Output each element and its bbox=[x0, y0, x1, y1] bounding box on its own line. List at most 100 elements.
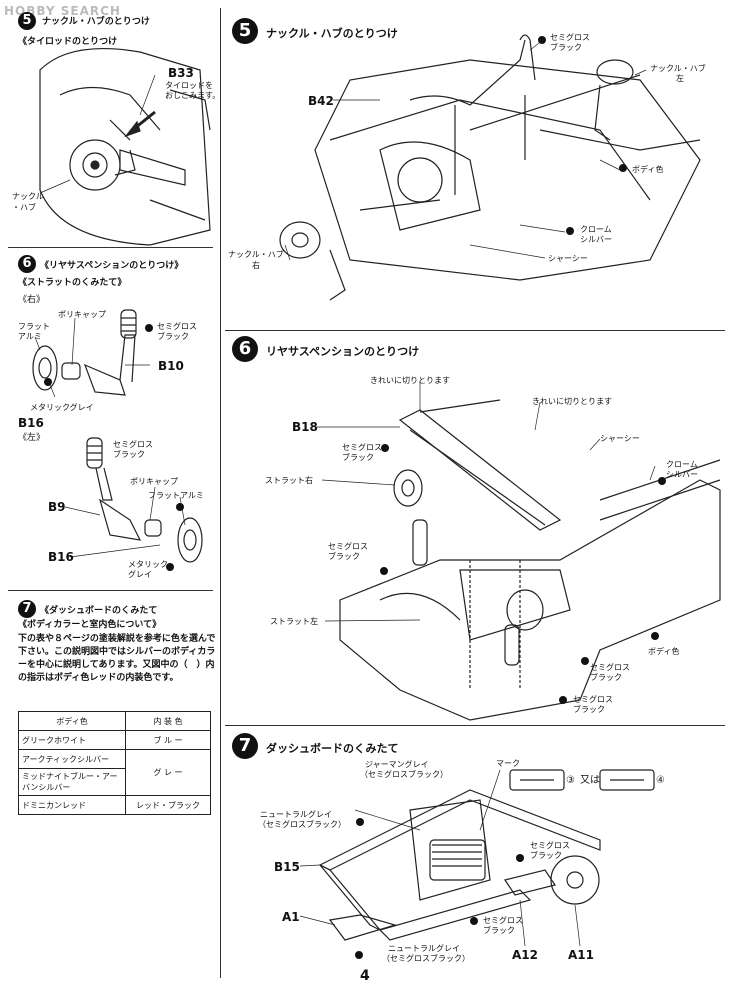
r6-body-color: ボディ色 bbox=[648, 647, 680, 656]
rear-suspension-drawing bbox=[339, 399, 721, 721]
polycap-left-label: ポリキャップ bbox=[130, 477, 178, 486]
r6-semigloss-d1: セミグロス bbox=[573, 695, 613, 704]
part-b15: B15 bbox=[274, 860, 300, 874]
r5-body-color: ボディ色 bbox=[632, 165, 664, 174]
flat-alumi-label-line1: フラット bbox=[18, 322, 50, 331]
r7-decal-4: ④ bbox=[656, 775, 665, 786]
r6-chassis: シャーシー bbox=[600, 434, 640, 443]
table-row: ミッドナイトブルー・アーバンシルバー bbox=[18, 768, 211, 796]
r6-semigloss-a2: ブラック bbox=[342, 453, 374, 462]
part-a12: A12 bbox=[512, 948, 538, 962]
r6-semigloss-a1: セミグロス bbox=[342, 443, 382, 452]
flat-alumi-left-label: フラットアルミ bbox=[148, 491, 204, 500]
section-divider-6 bbox=[225, 330, 725, 331]
r5-chrome-line1: クローム bbox=[580, 225, 612, 234]
r7-mark: マーク bbox=[496, 759, 520, 768]
strut-left-drawing bbox=[86, 437, 203, 563]
left-step5-number: 5 bbox=[18, 12, 36, 30]
r7-german-grey-2: （セミグロスブラック） bbox=[360, 770, 448, 779]
r6-semigloss-b2: ブラック bbox=[328, 552, 360, 561]
knuckle-label-line1: ナックル bbox=[12, 192, 44, 201]
r7-or: 又は bbox=[580, 775, 600, 786]
left-step6-subtitle: 《ストラットのくみたて》 bbox=[18, 278, 127, 288]
r5-semigloss-line2: ブラック bbox=[550, 43, 582, 52]
r7-decal-3: ③ bbox=[566, 775, 575, 786]
table-cell: ブ ル ー bbox=[125, 730, 211, 750]
left-step7-subtitle: 《ボディカラーと室内色について》 bbox=[18, 620, 162, 630]
r7-semigloss-2: ブラック bbox=[530, 851, 562, 860]
r7-neutral-grey-b2: （セミグロスブラック） bbox=[382, 954, 470, 963]
right-side-label: 《右》 bbox=[18, 295, 46, 305]
table-cell: ドミニカンレッド bbox=[18, 795, 126, 815]
front-suspension-drawing bbox=[279, 34, 701, 301]
part-b18: B18 bbox=[292, 420, 318, 434]
left-step7-title: 《ダッシュボードのくみたて bbox=[40, 606, 158, 616]
r5-knuckle-right-line1: ナックル・ハブ bbox=[228, 250, 284, 259]
r6-strut-right: ストラット右 bbox=[265, 476, 313, 485]
color-table: ボディ色 内 装 色 グリークホワイト ブ ル ー アークティックシルバー グ … bbox=[18, 711, 211, 815]
page-number: 4 bbox=[360, 968, 370, 984]
r6-chrome-2: シルバー bbox=[666, 470, 698, 479]
metallic-grey-label: メタリックグレイ bbox=[30, 403, 94, 412]
color-guide-paragraph: 下の表や８ページの塗装解説を参考に色を選んで下さい。この説明図中ではシルバーのボ… bbox=[18, 634, 216, 683]
right-step7-title: ダッシュボードのくみたて bbox=[266, 742, 399, 755]
metallic-left-line1: メタリック bbox=[128, 560, 168, 569]
table-header-row: ボディ色 内 装 色 bbox=[18, 711, 211, 731]
part-a1: A1 bbox=[282, 910, 300, 924]
table-cell: グリークホワイト bbox=[18, 730, 126, 750]
left-divider-7 bbox=[8, 590, 213, 591]
knuckle-label-line2: ・ハブ bbox=[12, 203, 36, 212]
semigloss-label-line2: ブラック bbox=[157, 332, 189, 341]
r7-semigloss-1: セミグロス bbox=[530, 841, 570, 850]
b33-note-line2: おしこみます。 bbox=[165, 91, 221, 100]
r6-semigloss-c2: ブラック bbox=[590, 673, 622, 682]
r5-chassis: シャーシー bbox=[548, 254, 588, 263]
part-b9: B9 bbox=[48, 500, 66, 514]
polycap-label: ポリキャップ bbox=[58, 310, 106, 319]
r6-strut-left: ストラット左 bbox=[270, 617, 318, 626]
part-b33: B33 bbox=[168, 66, 194, 80]
semigloss-left-line1: セミグロス bbox=[113, 440, 153, 449]
table-header-body: ボディ色 bbox=[18, 711, 126, 731]
flat-alumi-label-line2: アルミ bbox=[18, 332, 42, 341]
part-a11: A11 bbox=[568, 948, 594, 962]
r5-knuckle-left-line1: ナックル・ハブ bbox=[650, 64, 706, 73]
part-b16-left: B16 bbox=[48, 550, 74, 564]
column-divider bbox=[220, 8, 221, 978]
table-cell: グ レ ー bbox=[125, 749, 211, 796]
right-step6-number: 6 bbox=[232, 336, 258, 362]
metallic-left-line2: グレイ bbox=[128, 570, 152, 579]
semigloss-label-line1: セミグロス bbox=[157, 322, 197, 331]
left-divider-6 bbox=[8, 247, 213, 248]
table-cell: レッド・ブラック bbox=[125, 795, 211, 815]
left-step5-title: ナックル・ハブのとりつけ bbox=[42, 17, 150, 27]
left-step6-title: 《リヤサスペンションのとりつけ》 bbox=[40, 261, 184, 271]
left-side-label: 《左》 bbox=[18, 433, 46, 443]
r5-chrome-line2: シルバー bbox=[580, 235, 612, 244]
r6-chrome-1: クローム bbox=[666, 460, 698, 469]
knuckle-hub-closeup-drawing bbox=[39, 47, 211, 246]
left-step7-number: 7 bbox=[18, 600, 36, 618]
part-b42: B42 bbox=[308, 94, 334, 108]
r6-semigloss-c1: セミグロス bbox=[590, 663, 630, 672]
table-cell: アークティックシルバー bbox=[18, 749, 126, 769]
r7-neutral-grey-1: ニュートラルグレイ bbox=[260, 810, 332, 819]
r6-cut-clean-2: きれいに切りとります bbox=[532, 397, 612, 406]
table-row: アークティックシルバー グ レ ー bbox=[18, 749, 211, 796]
b33-note-line1: タイロッドを bbox=[165, 81, 213, 90]
strut-right-drawing bbox=[32, 309, 137, 396]
table-row: グリークホワイト ブ ル ー bbox=[18, 730, 211, 750]
r5-knuckle-right-line2: 右 bbox=[252, 261, 260, 270]
right-step5-title: ナックル・ハブのとりつけ bbox=[266, 27, 398, 40]
r7-neutral-grey-2: （セミグロスブラック） bbox=[258, 820, 346, 829]
r6-cut-clean-1: きれいに切りとります bbox=[370, 376, 450, 385]
r6-semigloss-b1: セミグロス bbox=[328, 542, 368, 551]
r7-semigloss-b1: セミグロス bbox=[483, 916, 523, 925]
r7-neutral-grey-b1: ニュートラルグレイ bbox=[388, 944, 460, 953]
table-cell: ミッドナイトブルー・アーバンシルバー bbox=[18, 768, 126, 796]
right-step6-title: リヤサスペンションのとりつけ bbox=[266, 345, 420, 358]
right-step5-number: 5 bbox=[232, 18, 258, 44]
section-divider-7 bbox=[225, 725, 725, 726]
r5-semigloss-line1: セミグロス bbox=[550, 33, 590, 42]
